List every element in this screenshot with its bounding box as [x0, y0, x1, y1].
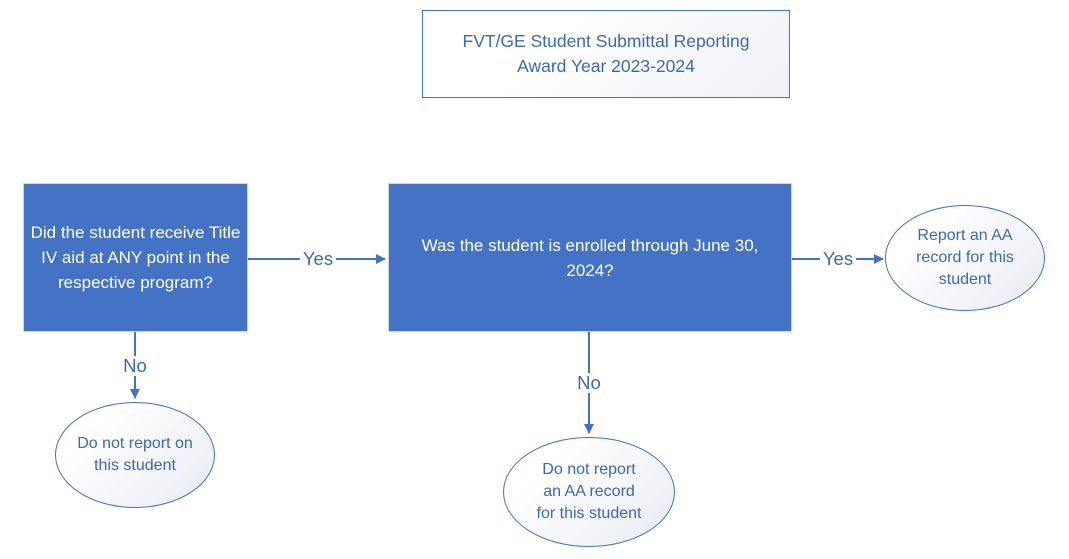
diagram-title-line-1: FVT/GE Student Submittal Reporting	[462, 31, 750, 51]
decision-box-title-iv-aid: Did the student receive Title IV aid at …	[23, 183, 248, 332]
terminal-report-aa-record-text: Report an AA record for this student	[916, 227, 1014, 288]
terminal-report-aa-record: Report an AA record for this student	[885, 205, 1045, 311]
decision-box-enrolled-through-june-text: Was the student is enrolled through June…	[421, 235, 759, 280]
terminal-do-not-report-student-text: Do not report on this student	[77, 435, 193, 474]
decision-box-title-iv-aid-text: Did the student receive Title IV aid at …	[30, 223, 241, 292]
terminal-do-not-report-student: Do not report on this student	[55, 402, 215, 508]
terminal-do-not-report-record-text: Do not report an AA record for this stud…	[536, 461, 642, 522]
edge-label-q1-yes: Yes	[299, 249, 337, 269]
decision-box-enrolled-through-june: Was the student is enrolled through June…	[388, 183, 792, 332]
diagram-title-line-2: Award Year 2023-2024	[517, 56, 695, 76]
edge-label-q1-no: No	[120, 356, 150, 376]
edge-label-q2-no: No	[574, 373, 604, 393]
edge-label-q2-yes: Yes	[819, 249, 857, 269]
terminal-do-not-report-record: Do not report an AA record for this stud…	[503, 437, 675, 547]
diagram-title-box: FVT/GE Student Submittal Reporting Award…	[422, 10, 790, 98]
